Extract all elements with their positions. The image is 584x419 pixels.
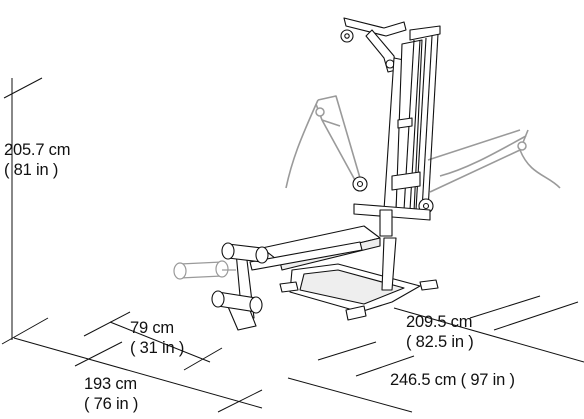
- extended-length-combined: 246.5 cm ( 97 in ): [390, 371, 515, 389]
- bench-width-line: [109, 321, 211, 363]
- footprint-width-line: [393, 307, 584, 363]
- base-length-line: [13, 337, 263, 409]
- cable-arms: [285, 95, 561, 193]
- leg-rollers-upper: [221, 242, 269, 264]
- height-imperial: ( 81 in ): [4, 161, 59, 179]
- leg-rollers-lower: [211, 290, 263, 314]
- rod-cap: [409, 25, 441, 41]
- home-gym-machine-illustration: [173, 17, 561, 331]
- height-dimension-label: 205.7 cm ( 81 in ): [4, 140, 70, 180]
- height-metric: 205.7 cm: [4, 141, 71, 159]
- footprint-width-label: 209.5 cm ( 82.5 in ): [406, 312, 474, 352]
- base-length-tick-2: [217, 389, 263, 413]
- extended-length-tick-2: [355, 355, 415, 377]
- base-length-label: 193 cm ( 76 in ): [84, 374, 138, 414]
- bench-width-metric: 79 cm: [130, 319, 174, 337]
- bench-width-imperial: ( 31 in ): [130, 339, 185, 357]
- bench-rail: [249, 241, 363, 271]
- base-length-tick-1: [74, 341, 123, 367]
- base-length-metric: 193 cm: [84, 375, 137, 393]
- extended-length-label: 246.5 cm ( 97 in ): [390, 370, 515, 390]
- footprint-width-tick-1: [469, 295, 541, 319]
- top-crossbar: [343, 17, 407, 37]
- bench-width-tick-1: [83, 311, 131, 337]
- extended-length-tick-1: [317, 341, 377, 361]
- extended-leg-attachment: [173, 260, 236, 280]
- height-top-tick: [3, 77, 43, 99]
- footprint-width-metric: 209.5 cm: [406, 313, 473, 331]
- extended-length-line: [287, 377, 413, 413]
- base-length-imperial: ( 76 in ): [84, 395, 139, 413]
- height-bottom-tick: [1, 317, 49, 345]
- footprint-width-tick-2: [493, 301, 579, 331]
- footprint-width-imperial: ( 82.5 in ): [406, 333, 474, 351]
- bench-width-label: 79 cm ( 31 in ): [130, 318, 184, 358]
